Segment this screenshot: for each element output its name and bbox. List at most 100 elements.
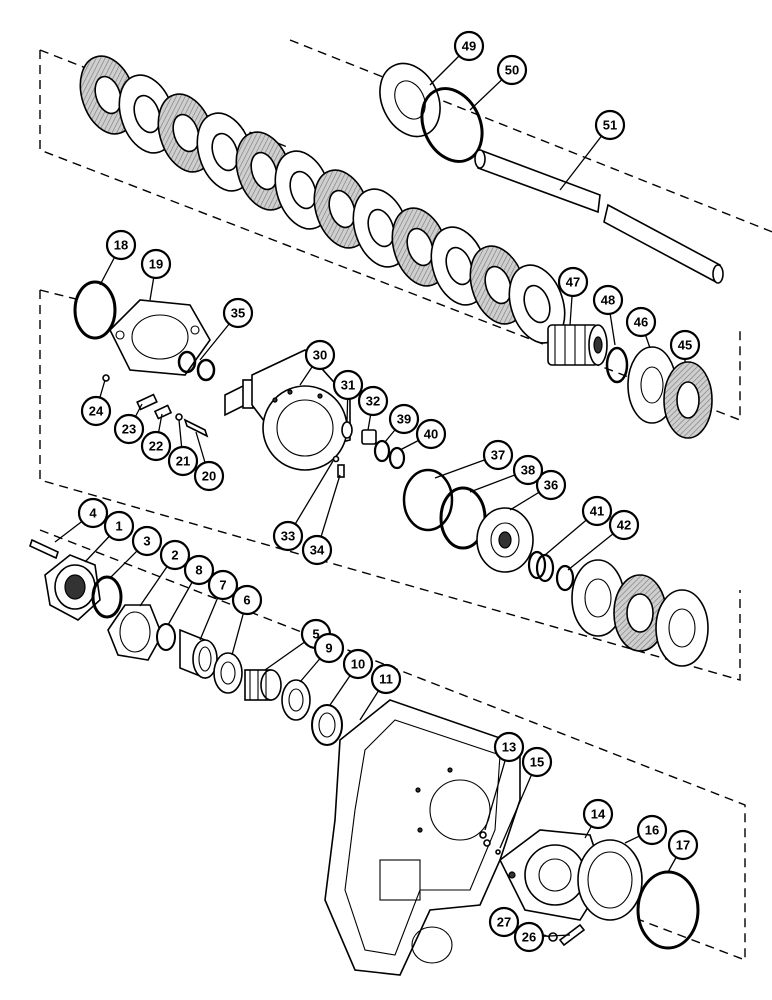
callout-labels: 1234567891011131415161718192021222324262…	[77, 30, 701, 953]
callout-number-27: 27	[497, 915, 511, 930]
part-47-splined-hub	[547, 324, 608, 366]
part-17-o-ring	[636, 870, 700, 950]
callout-number-48: 48	[601, 293, 615, 308]
part-10-bearing-cup	[311, 704, 343, 746]
part-50-ring	[420, 87, 484, 163]
part-32-bushing	[361, 429, 377, 445]
part-30-clutch-drum	[224, 349, 351, 471]
part-21-washer	[175, 413, 183, 421]
callout-number-42: 42	[617, 518, 631, 533]
part-42-snap-ring	[555, 564, 575, 592]
callout-number-30: 30	[313, 348, 327, 363]
steel-disc	[508, 264, 566, 344]
part-6-bearing-cone	[213, 652, 243, 694]
part-36-piston	[476, 507, 534, 573]
callout-24: 24	[80, 395, 112, 427]
callout-number-51: 51	[603, 118, 617, 133]
callout-number-11: 11	[379, 672, 393, 687]
callout-26: 26	[513, 921, 545, 953]
callout-49: 49	[453, 30, 485, 62]
callout-38: 38	[512, 454, 544, 486]
callout-number-5: 5	[312, 627, 319, 642]
part-45-friction-disc	[663, 361, 713, 439]
callout-number-50: 50	[505, 63, 519, 78]
callout-8: 8	[183, 554, 215, 586]
callout-30: 30	[304, 339, 336, 371]
callout-number-34: 34	[310, 543, 325, 558]
callout-13: 13	[493, 731, 525, 763]
part-5-pinion-gear	[244, 669, 282, 701]
callout-number-19: 19	[149, 257, 163, 272]
part-26-bolt	[558, 923, 586, 947]
callout-15: 15	[521, 746, 553, 778]
part-23-valve-spring	[136, 393, 158, 411]
callout-number-49: 49	[462, 39, 476, 54]
callout-number-9: 9	[325, 641, 332, 656]
part-3-o-ring	[91, 575, 123, 619]
callout-number-10: 10	[351, 657, 365, 672]
callout-9: 9	[313, 632, 345, 664]
callout-4: 4	[77, 497, 109, 529]
callout-number-18: 18	[114, 238, 128, 253]
callout-51: 51	[594, 109, 626, 141]
callout-50: 50	[496, 54, 528, 86]
part-37-seal-ring	[402, 468, 454, 532]
callout-number-16: 16	[645, 823, 659, 838]
leader-line-15	[499, 761, 538, 849]
callout-number-23: 23	[122, 422, 136, 437]
callout-number-4: 4	[89, 506, 97, 521]
part-9-bearing-cone	[281, 679, 311, 721]
callout-21: 21	[167, 445, 199, 477]
part-7-bearing-cup	[179, 628, 218, 680]
part-13-o-rings	[479, 831, 491, 847]
clutch-disc-stack	[79, 55, 566, 344]
callout-41: 41	[581, 495, 613, 527]
callout-number-6: 6	[243, 593, 250, 608]
callout-number-39: 39	[397, 412, 411, 427]
part-51-output-shaft	[474, 148, 724, 284]
callout-16: 16	[636, 814, 668, 846]
callout-number-22: 22	[149, 439, 163, 454]
part-4-bolt	[29, 538, 59, 560]
callout-number-24: 24	[89, 404, 104, 419]
callout-40: 40	[415, 418, 447, 450]
callout-22: 22	[140, 430, 172, 462]
part-33-pin	[332, 455, 340, 463]
callout-number-15: 15	[530, 755, 544, 770]
part-49-steel-disc	[379, 62, 441, 138]
callout-45: 45	[669, 329, 701, 361]
callout-number-37: 37	[491, 448, 505, 463]
callout-19: 19	[140, 248, 172, 280]
callout-42: 42	[608, 509, 640, 541]
part-41-spring	[527, 550, 555, 583]
lower-steel-disc-2	[655, 589, 709, 667]
lower-friction-disc	[613, 574, 667, 652]
callout-48: 48	[592, 284, 624, 316]
part-20-bolt	[183, 418, 209, 438]
callout-number-47: 47	[566, 275, 580, 290]
callout-37: 37	[482, 439, 514, 471]
callout-number-8: 8	[195, 563, 202, 578]
callout-32: 32	[357, 385, 389, 417]
part-2-shim	[107, 604, 163, 661]
callout-number-21: 21	[176, 454, 190, 469]
part-24-check-ball	[102, 374, 110, 382]
callout-number-13: 13	[502, 740, 516, 755]
shaft-assembly-outline	[289, 39, 772, 233]
callout-46: 46	[625, 306, 657, 338]
part-15-pin	[495, 849, 501, 855]
callout-number-32: 32	[366, 394, 380, 409]
callout-10: 10	[342, 648, 374, 680]
callout-35: 35	[222, 297, 254, 329]
part-19-piston-housing	[109, 299, 211, 376]
part-8-spacer	[156, 623, 176, 651]
callout-number-7: 7	[219, 578, 226, 593]
callout-number-17: 17	[676, 838, 690, 853]
callout-number-14: 14	[591, 807, 606, 822]
callout-47: 47	[557, 266, 589, 298]
callout-number-33: 33	[281, 529, 295, 544]
middle-assembly-outline	[39, 290, 741, 681]
part-11-transmission-housing	[324, 699, 521, 976]
callout-number-3: 3	[143, 534, 150, 549]
callout-11: 11	[370, 663, 402, 695]
